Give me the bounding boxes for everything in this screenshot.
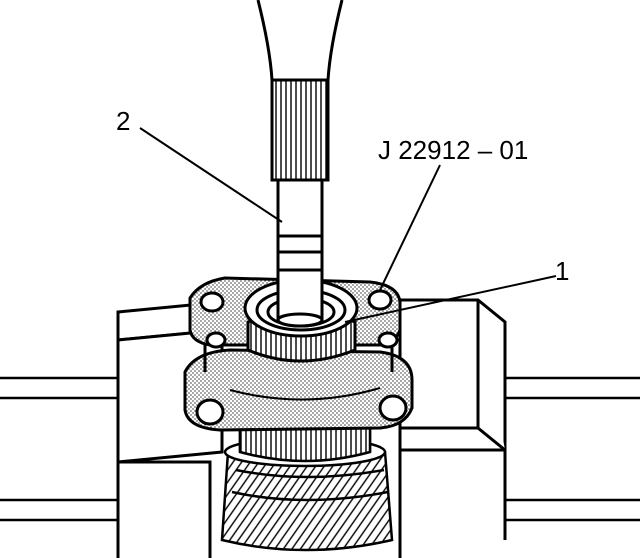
leader-line-1 — [344, 275, 557, 323]
leader-line-2 — [139, 127, 283, 223]
lower-gear-stack — [220, 416, 394, 552]
press-shaft — [256, 0, 344, 328]
callout-tool-number: J 22912 – 01 — [378, 135, 529, 165]
leader-line-tool — [379, 164, 441, 291]
bolt-heads — [195, 289, 408, 426]
press-rails — [0, 376, 640, 522]
callout-2: 2 — [116, 106, 131, 136]
callout-1: 1 — [555, 256, 570, 286]
leader-lines — [139, 127, 557, 323]
right-support-block — [398, 298, 507, 558]
